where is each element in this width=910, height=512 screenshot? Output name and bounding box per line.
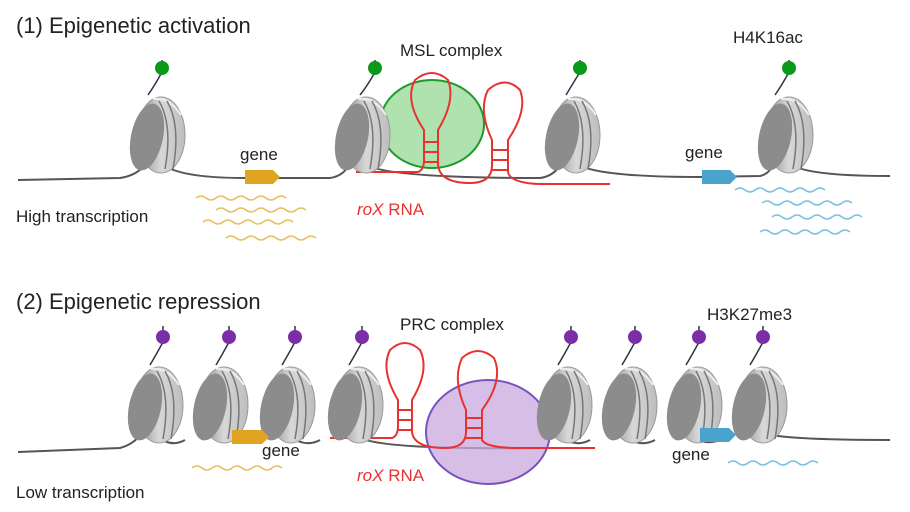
gene-arrow-icon bbox=[245, 170, 280, 184]
gene-arrow-icon bbox=[700, 428, 736, 442]
histone-mark-label: H4K16ac bbox=[733, 28, 803, 47]
nucleosome bbox=[328, 96, 391, 175]
rox-rna bbox=[330, 342, 595, 450]
panel-activation: (1) Epigenetic activation MSL complex H4… bbox=[16, 13, 891, 241]
h3k27me3-mark-icon bbox=[222, 330, 236, 344]
h4k16ac-mark-icon bbox=[155, 61, 169, 75]
transcript-wave bbox=[759, 229, 851, 235]
prc-complex bbox=[425, 379, 551, 485]
gene-label: gene bbox=[672, 445, 710, 464]
dna-strand bbox=[17, 159, 891, 181]
histone-mark-label: H3K27me3 bbox=[707, 305, 792, 324]
rox-rna bbox=[356, 72, 610, 185]
h4k16ac-mark-icon bbox=[368, 61, 382, 75]
transcription-label: Low transcription bbox=[16, 483, 145, 502]
h3k27me3-mark-icon bbox=[756, 330, 770, 344]
transcripts-high bbox=[195, 195, 317, 241]
transcript-wave bbox=[761, 200, 853, 206]
h3k27me3-mark-icon bbox=[156, 330, 170, 344]
msl-complex bbox=[379, 79, 485, 169]
transcript-wave bbox=[215, 207, 307, 213]
transcript-wave bbox=[771, 214, 863, 220]
nucleosome bbox=[725, 366, 788, 445]
transcript-wave bbox=[202, 219, 294, 225]
gene-arrow-icon bbox=[232, 430, 269, 444]
panel-title: (1) Epigenetic activation bbox=[16, 13, 251, 38]
nucleosome bbox=[121, 366, 184, 445]
panel-repression: (2) Epigenetic repression PRC complex H3… bbox=[16, 289, 891, 502]
transcripts-low bbox=[191, 465, 283, 471]
h4k16ac-marks bbox=[147, 60, 790, 96]
rna-label: roX RNA bbox=[357, 200, 425, 219]
transcript-wave bbox=[225, 235, 317, 241]
rna-label: roX RNA bbox=[357, 466, 425, 485]
transcripts-low-2 bbox=[727, 460, 819, 466]
transcripts-high-2 bbox=[734, 187, 863, 235]
gene-label: gene bbox=[685, 143, 723, 162]
h4k16ac-mark-icon bbox=[782, 61, 796, 75]
h3k27me3-mark-icon bbox=[564, 330, 578, 344]
transcript-wave bbox=[195, 195, 287, 201]
nucleosome bbox=[321, 366, 384, 445]
nucleosome bbox=[538, 96, 601, 175]
h4k16ac-mark-icon bbox=[573, 61, 587, 75]
gene-arrow-icon bbox=[702, 170, 737, 184]
nucleosome bbox=[530, 366, 593, 445]
gene-label: gene bbox=[240, 145, 278, 164]
panel-title: (2) Epigenetic repression bbox=[16, 289, 261, 314]
h3k27me3-mark-icon bbox=[355, 330, 369, 344]
nucleosome bbox=[751, 96, 814, 175]
transcript-wave bbox=[727, 460, 819, 466]
transcript-wave bbox=[734, 187, 826, 193]
complex-label: MSL complex bbox=[400, 41, 503, 60]
transcription-label: High transcription bbox=[16, 207, 148, 226]
h3k27me3-mark-icon bbox=[692, 330, 706, 344]
complex-label: PRC complex bbox=[400, 315, 504, 334]
nucleosome bbox=[123, 96, 186, 175]
h3k27me3-mark-icon bbox=[628, 330, 642, 344]
h3k27me3-mark-icon bbox=[288, 330, 302, 344]
transcript-wave bbox=[191, 465, 283, 471]
gene-label: gene bbox=[262, 441, 300, 460]
nucleosome bbox=[595, 366, 658, 445]
